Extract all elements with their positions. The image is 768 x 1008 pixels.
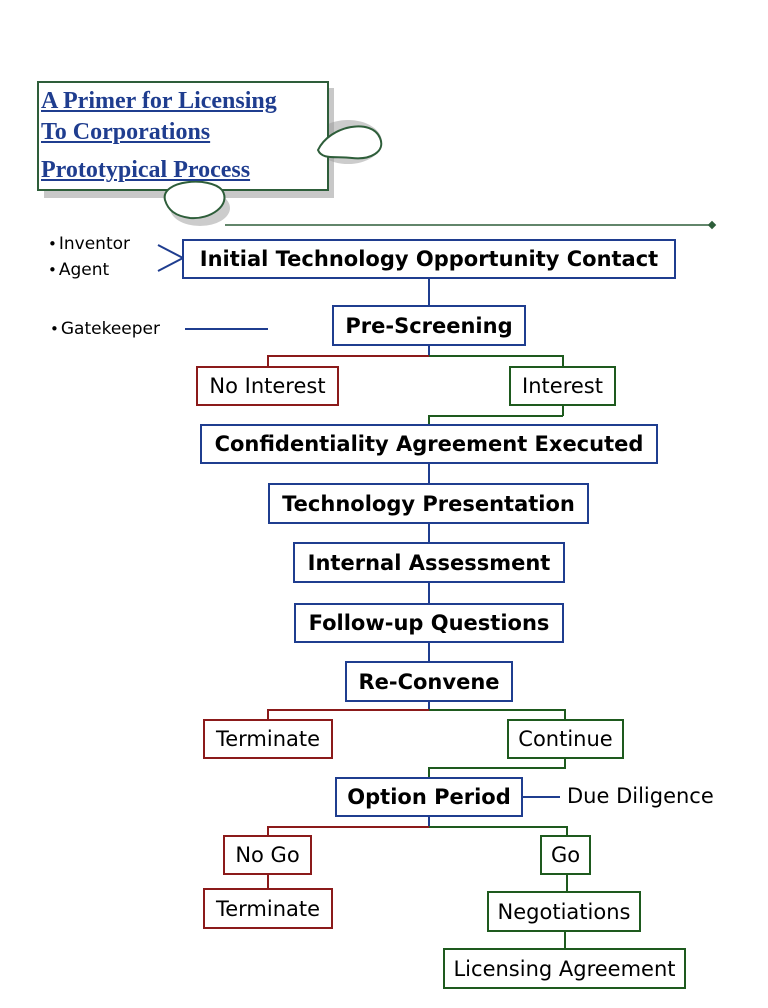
licensing-agreement-box: Licensing Agreement <box>443 948 686 989</box>
gatekeeper-note: •Gatekeeper <box>50 319 160 339</box>
terminate-box-1: Terminate <box>203 719 333 759</box>
no-go-box: No Go <box>223 835 312 875</box>
due-diligence-note: Due Diligence <box>567 784 714 808</box>
title-line-3: Prototypical Process <box>41 157 251 183</box>
title-line-1: A Primer for Licensing <box>41 88 277 114</box>
source-inventor: •Inventor <box>48 234 130 254</box>
title-scroll-decoration <box>37 81 717 230</box>
option-period-box: Option Period <box>335 777 523 817</box>
source-agent: •Agent <box>48 260 110 280</box>
internal-assessment-box: Internal Assessment <box>293 542 565 583</box>
initial-contact-box: Initial Technology Opportunity Contact <box>182 239 676 279</box>
confidentiality-box: Confidentiality Agreement Executed <box>200 424 658 464</box>
source-inventor-label: Inventor <box>58 234 130 254</box>
tech-presentation-box: Technology Presentation <box>268 483 589 524</box>
pre-screening-box: Pre-Screening <box>332 305 526 346</box>
no-interest-box: No Interest <box>196 366 339 406</box>
interest-box: Interest <box>509 366 616 406</box>
go-box: Go <box>540 835 591 875</box>
reconvene-box: Re-Convene <box>345 661 513 702</box>
follow-up-box: Follow-up Questions <box>294 603 564 643</box>
title-line-2: To Corporations <box>41 119 211 145</box>
continue-box: Continue <box>507 719 624 759</box>
gatekeeper-label: Gatekeeper <box>60 319 160 339</box>
negotiations-box: Negotiations <box>487 891 641 932</box>
terminate-box-2: Terminate <box>203 888 333 929</box>
source-agent-label: Agent <box>58 260 110 280</box>
